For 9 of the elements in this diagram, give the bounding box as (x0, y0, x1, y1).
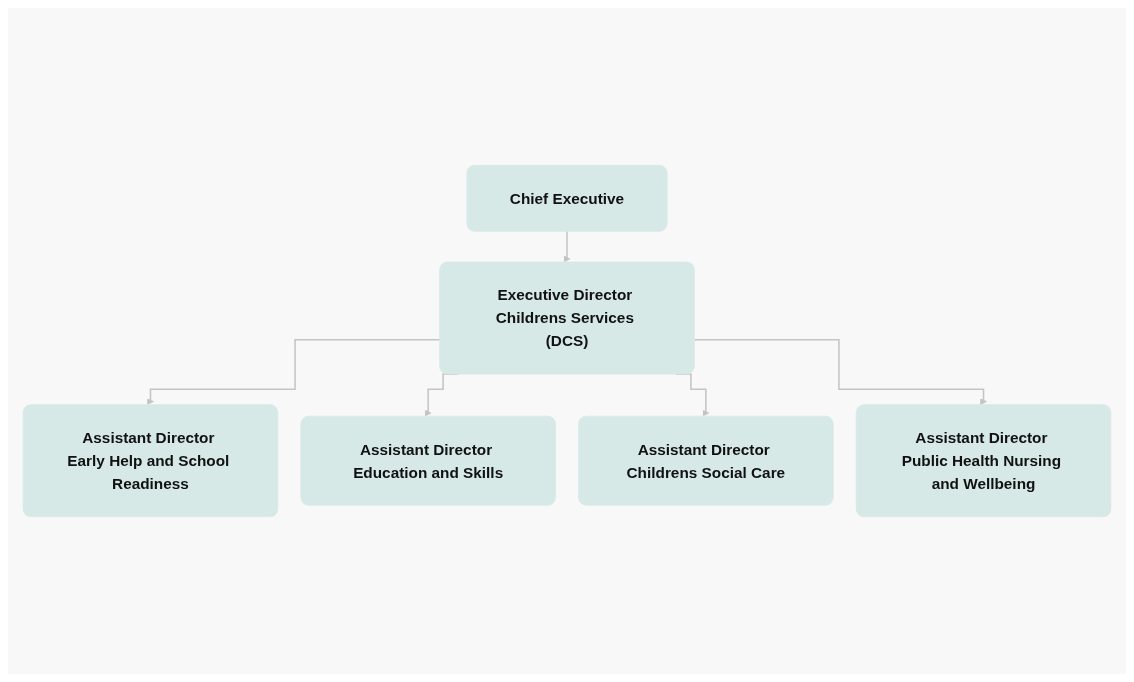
node-box: Executive Director Childrens Services (DCS) (439, 261, 695, 375)
arrow (147, 339, 441, 405)
node-box: Assistant Director Childrens Social Care (578, 415, 834, 506)
node-box: Assistant Director Education and Skills (300, 415, 556, 506)
node-box: Assistant Director Public Health Nursing and Wellbeing (855, 404, 1112, 518)
arrow (693, 339, 987, 405)
arrow (563, 230, 571, 263)
node-box: Assistant Director Early Help and School Readiness (22, 404, 279, 518)
node-box: Chief Executive (466, 164, 668, 232)
